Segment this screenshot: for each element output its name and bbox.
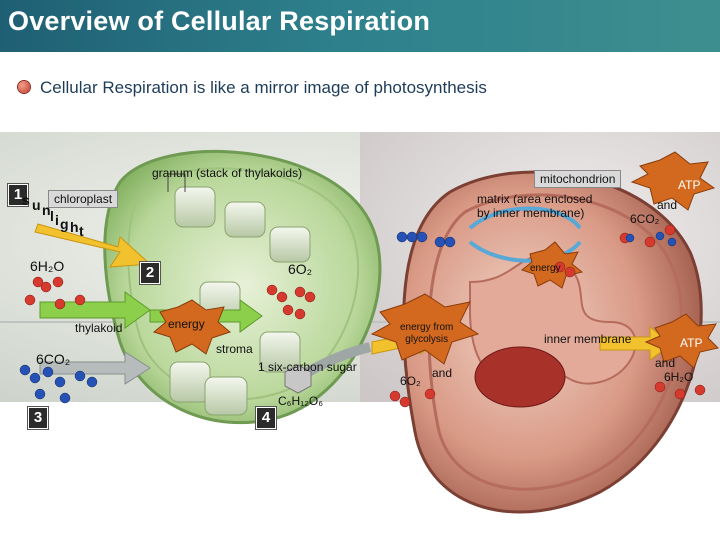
subtitle: Cellular Respiration is like a mirror im… [40,78,487,97]
chloroplast-label: chloroplast [48,190,119,208]
glucose-label: C₆H₁₂O₆ [278,394,324,408]
energy-glycolysis-label: energy from glycolysis [400,322,454,345]
sunlight-char: t [79,223,84,239]
energy-starburst-glycolysis [370,293,480,365]
oxygen-label-chloroplast: 6O₂ [288,261,313,277]
inner-membrane-label: inner membrane [544,332,632,346]
glucose-hexagon [284,364,312,394]
sunlight-char: s [22,192,30,208]
respiration-diagram: 1 granum (stack of thylakoids) chloropla… [0,132,720,540]
and-label-top: and [657,198,678,212]
sunlight-label: s u n l i g h t [20,190,84,242]
water-label: 6H₂O [30,258,65,274]
step-3-badge: 3 [27,406,49,430]
co2-arrow [39,351,151,385]
step-2-badge: 2 [139,261,161,285]
granum-label: granum (stack of thylakoids) [152,166,303,180]
sunlight-char: h [70,219,79,235]
sunlight-char: u [32,197,41,213]
co2-label-chloroplast: 6CO₂ [36,351,71,367]
mitochondrion-inner-membrane [427,193,683,491]
mitochondrion-core [474,346,566,408]
molecules [19,224,706,408]
co2-label-mitochondrion: 6CO₂ [630,212,660,226]
atp-label-bottom: ATP [680,336,703,350]
header-bar: Overview of Cellular Respiration [0,0,720,52]
thylakoid-label: thylakoid [75,321,123,335]
and-label-bottom: and [655,356,676,370]
sunlight-char: l [50,208,54,224]
oxygen-label-mitochondrion: 6O₂ [400,374,421,388]
sunlight-char: n [42,202,51,218]
stroma-label: stroma [216,342,253,356]
bullet-icon [18,81,30,93]
mitochondrion-label: mitochondrion [534,170,622,188]
matrix-arrow-bottom [468,240,582,263]
energy-label-chloroplast: energy [168,317,205,331]
page-title: Overview of Cellular Respiration [8,6,431,36]
atp-starburst-bottom [644,313,719,369]
and-label-o2: and [432,366,453,380]
energy-label-mitochondrion: energy [530,263,561,274]
atp-label-top: ATP [678,178,701,192]
sunlight-char: i [55,212,59,228]
sugar-label: 1 six-carbon sugar [258,360,357,374]
sunlight-arrow [34,223,152,268]
granum-bracket [167,173,186,192]
atp-starburst-top [630,151,716,211]
water-arrow [39,291,151,329]
step-4-badge: 4 [255,406,277,430]
energy-starburst-left [152,299,232,355]
water-label-mitochondrion: 6H₂O [664,370,694,384]
energy-starburst-top [520,241,584,289]
sunlight-char: g [60,216,69,232]
step-1-badge: 1 [7,183,29,207]
matrix-arrow-top [468,206,582,230]
matrix-label: matrix (area enclosed by inner membrane) [477,192,593,220]
